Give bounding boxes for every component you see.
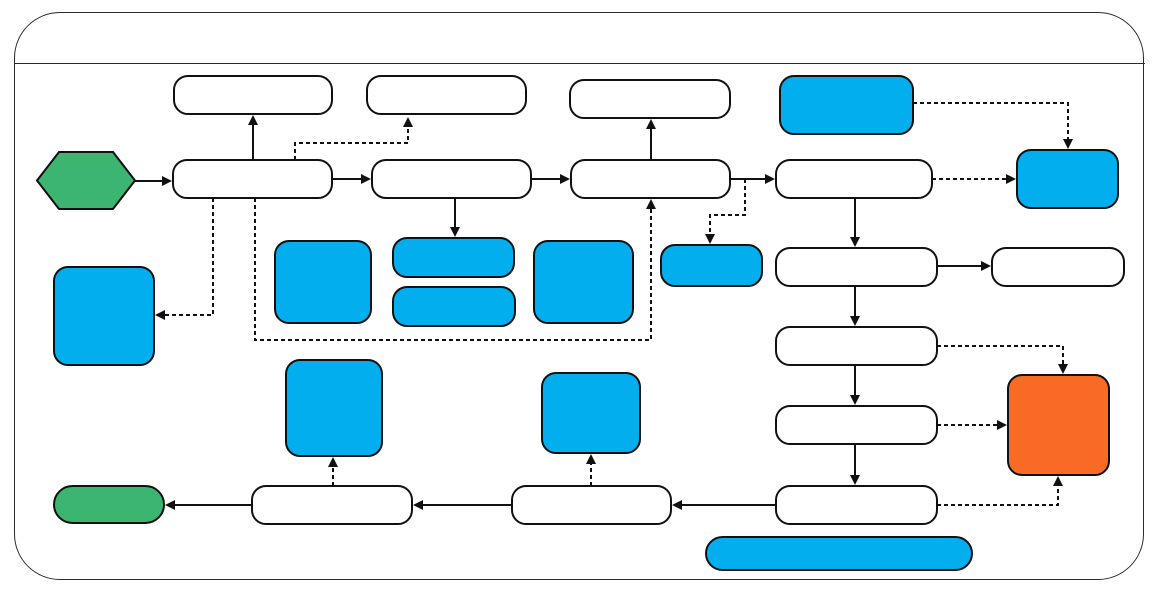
node-v4 <box>775 485 938 525</box>
node-b1 <box>251 485 413 525</box>
node-o2 <box>366 75 527 115</box>
node-d-left <box>53 266 155 366</box>
dashed-arrow <box>705 179 746 244</box>
process-box <box>775 485 938 525</box>
data-box <box>392 237 515 278</box>
process-box <box>173 75 333 115</box>
data-box <box>53 266 155 366</box>
data-box <box>392 286 516 327</box>
data-box <box>660 244 763 287</box>
data-box <box>541 372 641 454</box>
process-box <box>172 159 333 199</box>
node-v1 <box>775 247 938 287</box>
data-box <box>1016 149 1119 209</box>
process-box <box>991 247 1125 287</box>
data-box <box>533 240 634 324</box>
edges-layer <box>135 102 1073 510</box>
alert-box <box>1007 374 1110 476</box>
dashed-arrow <box>294 117 413 160</box>
node-d-right <box>1016 149 1119 209</box>
node-b2 <box>511 485 672 525</box>
node-alert <box>1007 374 1110 476</box>
data-box <box>779 75 914 135</box>
dashed-arrow <box>913 102 1073 149</box>
data-box <box>705 536 973 571</box>
process-box <box>570 159 731 199</box>
dashed-arrow <box>937 345 1068 374</box>
process-box <box>775 247 938 287</box>
node-d-top <box>779 75 914 135</box>
node-d-b2 <box>541 372 641 454</box>
header-divider <box>14 63 1145 64</box>
node-d-g2a <box>392 237 515 278</box>
process-box <box>775 405 938 445</box>
nodes-layer <box>35 75 1125 571</box>
node-p1 <box>172 159 333 199</box>
dashed-arrow <box>937 476 1063 506</box>
node-o1 <box>173 75 333 115</box>
terminal-end-box <box>53 485 165 524</box>
dashed-arrow <box>254 198 656 341</box>
node-v3 <box>775 405 938 445</box>
node-end <box>53 485 165 524</box>
node-d-g1 <box>274 240 372 324</box>
process-box <box>569 79 731 119</box>
node-d-bottom <box>705 536 973 571</box>
node-p4 <box>775 159 933 199</box>
process-box <box>366 75 527 115</box>
dashed-arrow <box>155 198 214 320</box>
process-box <box>371 159 532 199</box>
process-box <box>511 485 672 525</box>
data-box <box>285 359 383 457</box>
node-p2 <box>371 159 532 199</box>
node-d-b1 <box>285 359 383 457</box>
process-box <box>775 159 933 199</box>
process-box <box>251 485 413 525</box>
node-start <box>35 151 137 210</box>
node-v1-side <box>991 247 1125 287</box>
node-d-g2b <box>392 286 516 327</box>
node-o3 <box>569 79 731 119</box>
start-hexagon <box>35 151 137 210</box>
node-d-g3 <box>533 240 634 324</box>
data-box <box>274 240 372 324</box>
process-box <box>775 326 938 366</box>
node-d-mid <box>660 244 763 287</box>
node-p3 <box>570 159 731 199</box>
node-v2 <box>775 326 938 366</box>
